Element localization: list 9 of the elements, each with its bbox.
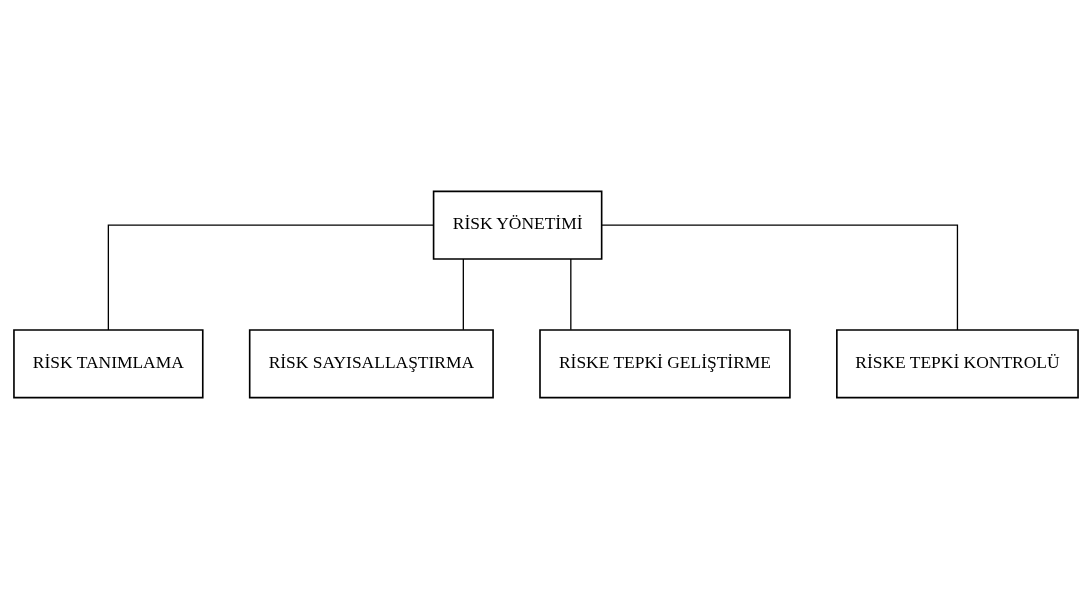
node-box: RİSK SAYISALLAŞTIRMA — [248, 329, 494, 399]
connector — [601, 224, 959, 331]
connector — [462, 258, 464, 331]
node-box: RİSKE TEPKİ GELİŞTİRME — [539, 329, 791, 399]
connector — [107, 224, 434, 331]
connector — [570, 258, 572, 331]
node-box: RİSK YÖNETİMİ — [432, 190, 603, 260]
node-box: RİSK TANIMLAMA — [13, 329, 204, 399]
node-box: RİSKE TEPKİ KONTROLÜ — [836, 329, 1079, 399]
